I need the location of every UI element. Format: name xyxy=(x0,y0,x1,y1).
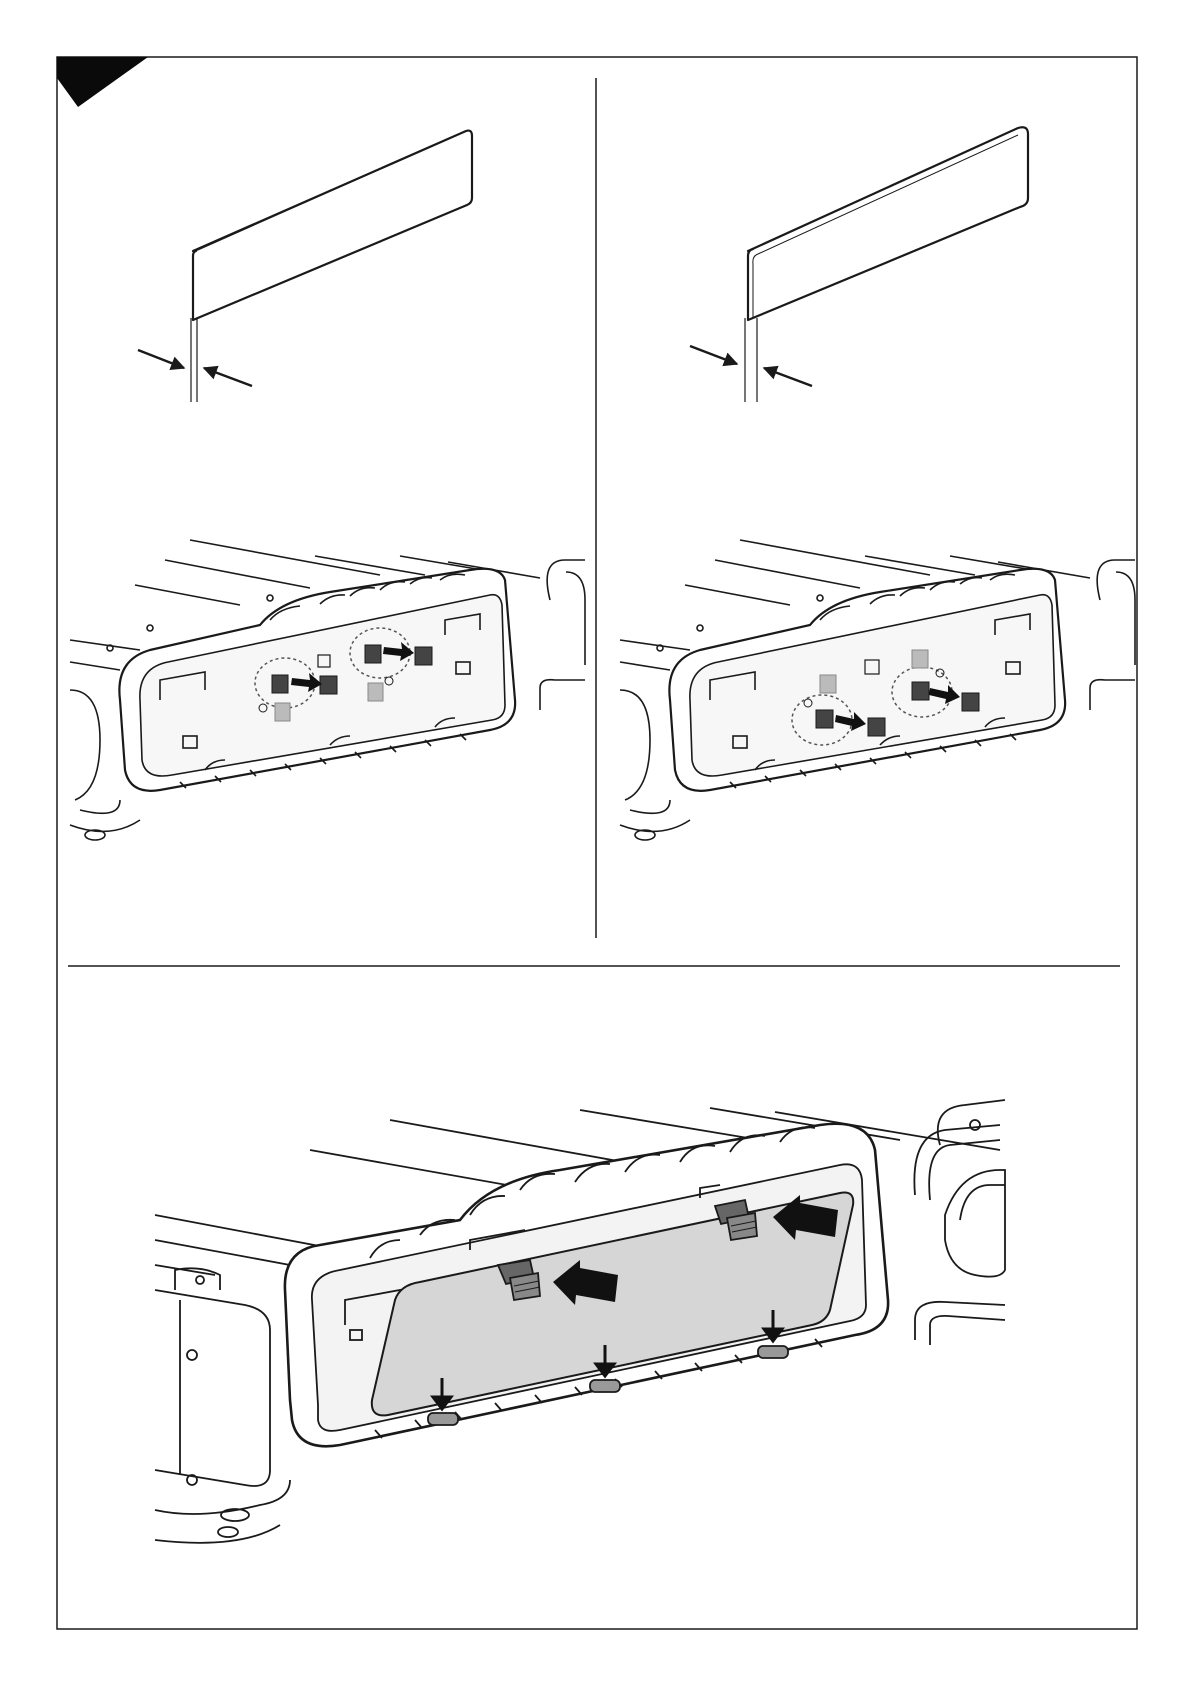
panel-bottom xyxy=(155,1100,1005,1543)
locking-tab-icon xyxy=(428,1413,458,1425)
clip-ghost-icon xyxy=(912,650,928,668)
locking-tab-icon xyxy=(590,1380,620,1392)
plate-holder-bracket xyxy=(620,540,1135,840)
panel-top-left xyxy=(70,131,585,840)
thickness-arrow-left-icon xyxy=(690,346,737,364)
thickness-arrow-right-icon xyxy=(204,368,252,386)
panel-top-right xyxy=(620,127,1135,840)
thickness-arrow-left-icon xyxy=(138,350,184,368)
license-plate-thin xyxy=(193,131,472,320)
clip-icon xyxy=(962,693,979,711)
clip-icon xyxy=(816,710,833,728)
step-corner-marker-icon xyxy=(57,57,148,107)
clip-ghost-icon xyxy=(368,683,383,701)
clip-icon xyxy=(868,718,885,736)
thickness-arrow-right-icon xyxy=(764,368,812,386)
clip-ghost-icon xyxy=(275,703,290,721)
clip-icon xyxy=(912,682,929,700)
clip-icon xyxy=(320,676,337,694)
license-plate-thick xyxy=(748,127,1028,320)
clip-icon xyxy=(415,647,432,665)
clip-icon xyxy=(365,645,381,663)
clip-icon xyxy=(272,675,288,693)
locking-tab-icon xyxy=(758,1346,788,1358)
clip-ghost-icon xyxy=(820,675,836,693)
